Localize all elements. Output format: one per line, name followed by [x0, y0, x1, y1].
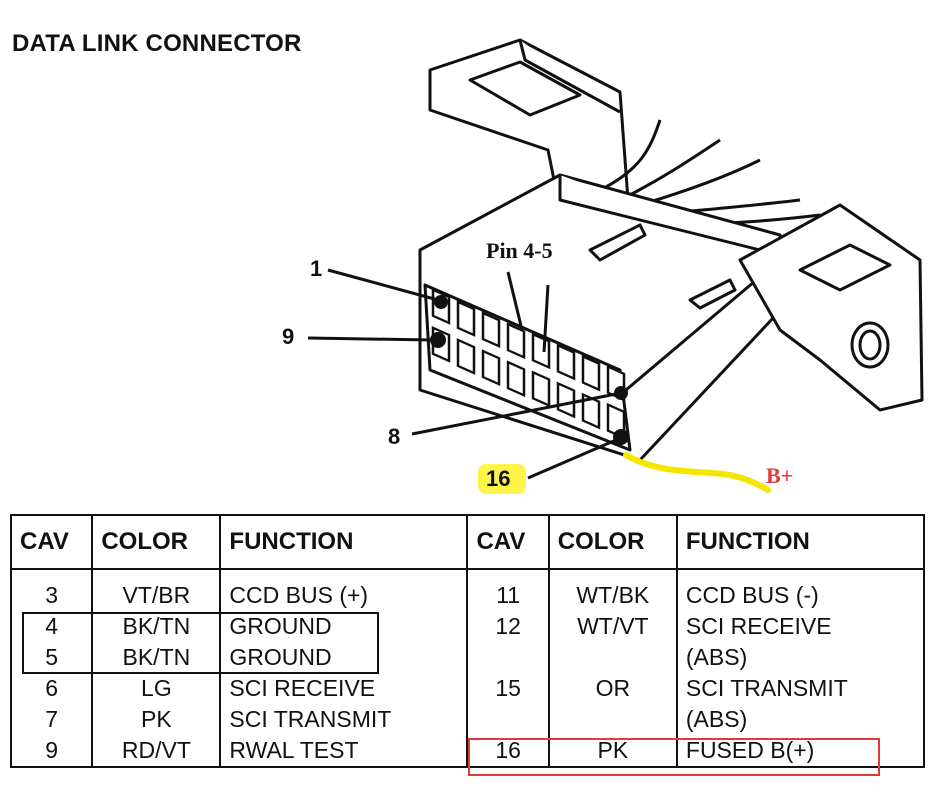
- pin-8-label: 8: [388, 424, 401, 449]
- function-right: (ABS): [675, 642, 926, 673]
- header-cav-left: CAV: [9, 514, 94, 570]
- fused-b-plus-highlight-box: [468, 738, 880, 776]
- pin-9-label: 9: [282, 324, 295, 349]
- function-left: SCI RECEIVE: [219, 673, 469, 704]
- color-left: BK/TN: [91, 642, 222, 673]
- cav-right: [466, 704, 550, 735]
- cav-right: 11: [466, 569, 550, 611]
- function-right: SCI TRANSMIT: [675, 673, 926, 704]
- table-row: 6 LG SCI RECEIVE 15 OR SCI TRANSMIT: [9, 673, 926, 704]
- b-plus-annotation: B+: [766, 463, 794, 488]
- color-left: LG: [91, 673, 222, 704]
- function-right: (ABS): [675, 704, 926, 735]
- table-row: 7 PK SCI TRANSMIT (ABS): [9, 704, 926, 735]
- color-right: WT/VT: [547, 611, 678, 642]
- color-left: RD/VT: [91, 735, 222, 768]
- color-left: PK: [91, 704, 222, 735]
- cav-right: 15: [466, 673, 550, 704]
- function-right: CCD BUS (-): [675, 569, 926, 611]
- header-cav-right: CAV: [466, 514, 550, 570]
- pin-1-label: 1: [310, 256, 323, 281]
- color-right: OR: [547, 673, 678, 704]
- cav-right: 12: [466, 611, 550, 642]
- color-right: [547, 704, 678, 735]
- function-left: CCD BUS (+): [219, 569, 469, 611]
- function-left: GROUND: [219, 642, 469, 673]
- function-left: GROUND: [219, 611, 469, 642]
- header-function-left: FUNCTION: [219, 514, 469, 570]
- color-right: PK: [547, 735, 678, 768]
- table-row: 4 BK/TN GROUND 12 WT/VT SCI RECEIVE: [9, 611, 926, 642]
- color-right: WT/BK: [547, 569, 678, 611]
- pin-4-5-annotation: Pin 4-5: [486, 238, 553, 263]
- color-right: [547, 642, 678, 673]
- function-right: SCI RECEIVE: [675, 611, 926, 642]
- ground-pins-highlight-box: [22, 612, 379, 674]
- function-right: FUSED B(+): [675, 735, 926, 768]
- table-row: 9 RD/VT RWAL TEST 16 PK FUSED B(+): [9, 735, 926, 768]
- function-left: SCI TRANSMIT: [219, 704, 469, 735]
- color-left: VT/BR: [91, 569, 222, 611]
- pinout-table: CAV COLOR FUNCTION CAV COLOR FUNCTION 3 …: [9, 514, 926, 768]
- header-color-left: COLOR: [91, 514, 222, 570]
- diagram-title: DATA LINK CONNECTOR: [12, 30, 302, 57]
- header-function-right: FUNCTION: [675, 514, 926, 570]
- table-row: 3 VT/BR CCD BUS (+) 11 WT/BK CCD BUS (-): [9, 569, 926, 611]
- table-row: 5 BK/TN GROUND (ABS): [9, 642, 926, 673]
- cav-right: 16: [466, 735, 550, 768]
- connector-illustration: [307, 38, 924, 493]
- function-left: RWAL TEST: [219, 735, 469, 768]
- color-left: BK/TN: [91, 611, 222, 642]
- header-color-right: COLOR: [547, 514, 678, 570]
- table-header-row: CAV COLOR FUNCTION CAV COLOR FUNCTION: [9, 514, 926, 570]
- pin-16-label: 16: [486, 466, 511, 491]
- cav-left: 9: [9, 735, 94, 768]
- pin-16-highlight: [478, 464, 526, 494]
- cav-left: 6: [9, 673, 94, 704]
- cav-right: [466, 642, 550, 673]
- cav-left: 7: [9, 704, 94, 735]
- cav-left: 3: [9, 569, 94, 611]
